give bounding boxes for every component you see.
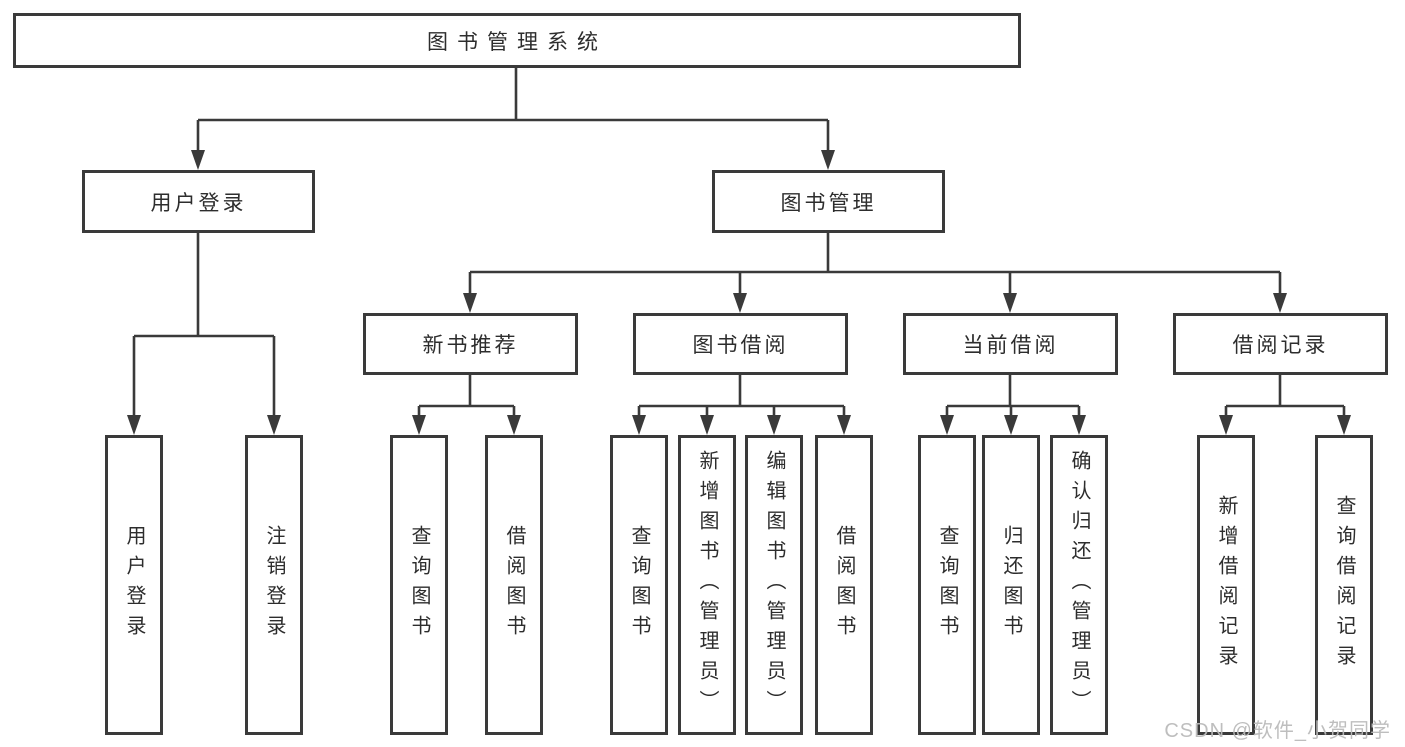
node-leaf-query-book-3: 查询图书 [918,435,976,735]
csdn-watermark: CSDN @软件_小贺同学 [1164,720,1391,742]
node-book-borrow-label: 图书借阅 [692,334,789,357]
node-leaf-user-login-label: 用户登录 [123,525,145,645]
node-leaf-confirm-return-label: 确认归还（管理员） [1068,450,1090,720]
node-leaf-add-record-label: 新增借阅记录 [1215,495,1237,675]
node-leaf-query-book-3-label: 查询图书 [936,525,958,645]
connector-borrow-record-children [1219,375,1351,435]
node-leaf-query-record: 查询借阅记录 [1315,435,1373,735]
connector-new-book-rec-children [412,375,521,435]
node-leaf-add-book-label: 新增图书（管理员） [696,450,718,720]
connector-current-borrow-children [940,375,1086,435]
node-root: 图书管理系统 [13,13,1021,68]
connector-root-to-level2 [191,67,835,170]
node-current-borrow-label: 当前借阅 [962,334,1059,357]
connector-user-login-children [127,233,281,435]
node-leaf-add-book: 新增图书（管理员） [678,435,736,735]
connector-book-borrow-children [632,375,851,435]
node-book-borrow: 图书借阅 [633,313,848,375]
node-leaf-query-book-1-label: 查询图书 [408,525,430,645]
node-new-book-rec-label: 新书推荐 [422,334,519,357]
connector-book-mgmt-children [463,233,1287,313]
node-leaf-borrow-book-1: 借阅图书 [485,435,543,735]
node-leaf-query-book-1: 查询图书 [390,435,448,735]
node-leaf-confirm-return: 确认归还（管理员） [1050,435,1108,735]
node-borrow-record: 借阅记录 [1173,313,1388,375]
node-leaf-logout-label: 注销登录 [263,525,285,645]
node-leaf-add-record: 新增借阅记录 [1197,435,1255,735]
node-leaf-user-login: 用户登录 [105,435,163,735]
node-leaf-borrow-book-2-label: 借阅图书 [833,525,855,645]
node-borrow-record-label: 借阅记录 [1232,334,1329,357]
node-leaf-borrow-book-1-label: 借阅图书 [503,525,525,645]
node-leaf-return-book: 归还图书 [982,435,1040,735]
node-leaf-edit-book-label: 编辑图书（管理员） [763,450,785,720]
node-leaf-query-book-2-label: 查询图书 [628,525,650,645]
node-book-mgmt-label: 图书管理 [780,191,877,215]
node-root-label: 图书管理系统 [427,30,607,54]
node-user-login: 用户登录 [82,170,315,233]
node-user-login-label: 用户登录 [150,191,247,215]
node-leaf-return-book-label: 归还图书 [1000,525,1022,645]
node-leaf-edit-book: 编辑图书（管理员） [745,435,803,735]
node-leaf-query-book-2: 查询图书 [610,435,668,735]
node-current-borrow: 当前借阅 [903,313,1118,375]
node-new-book-rec: 新书推荐 [363,313,578,375]
node-leaf-borrow-book-2: 借阅图书 [815,435,873,735]
node-leaf-logout: 注销登录 [245,435,303,735]
node-leaf-query-record-label: 查询借阅记录 [1333,495,1355,675]
node-book-mgmt: 图书管理 [712,170,945,233]
